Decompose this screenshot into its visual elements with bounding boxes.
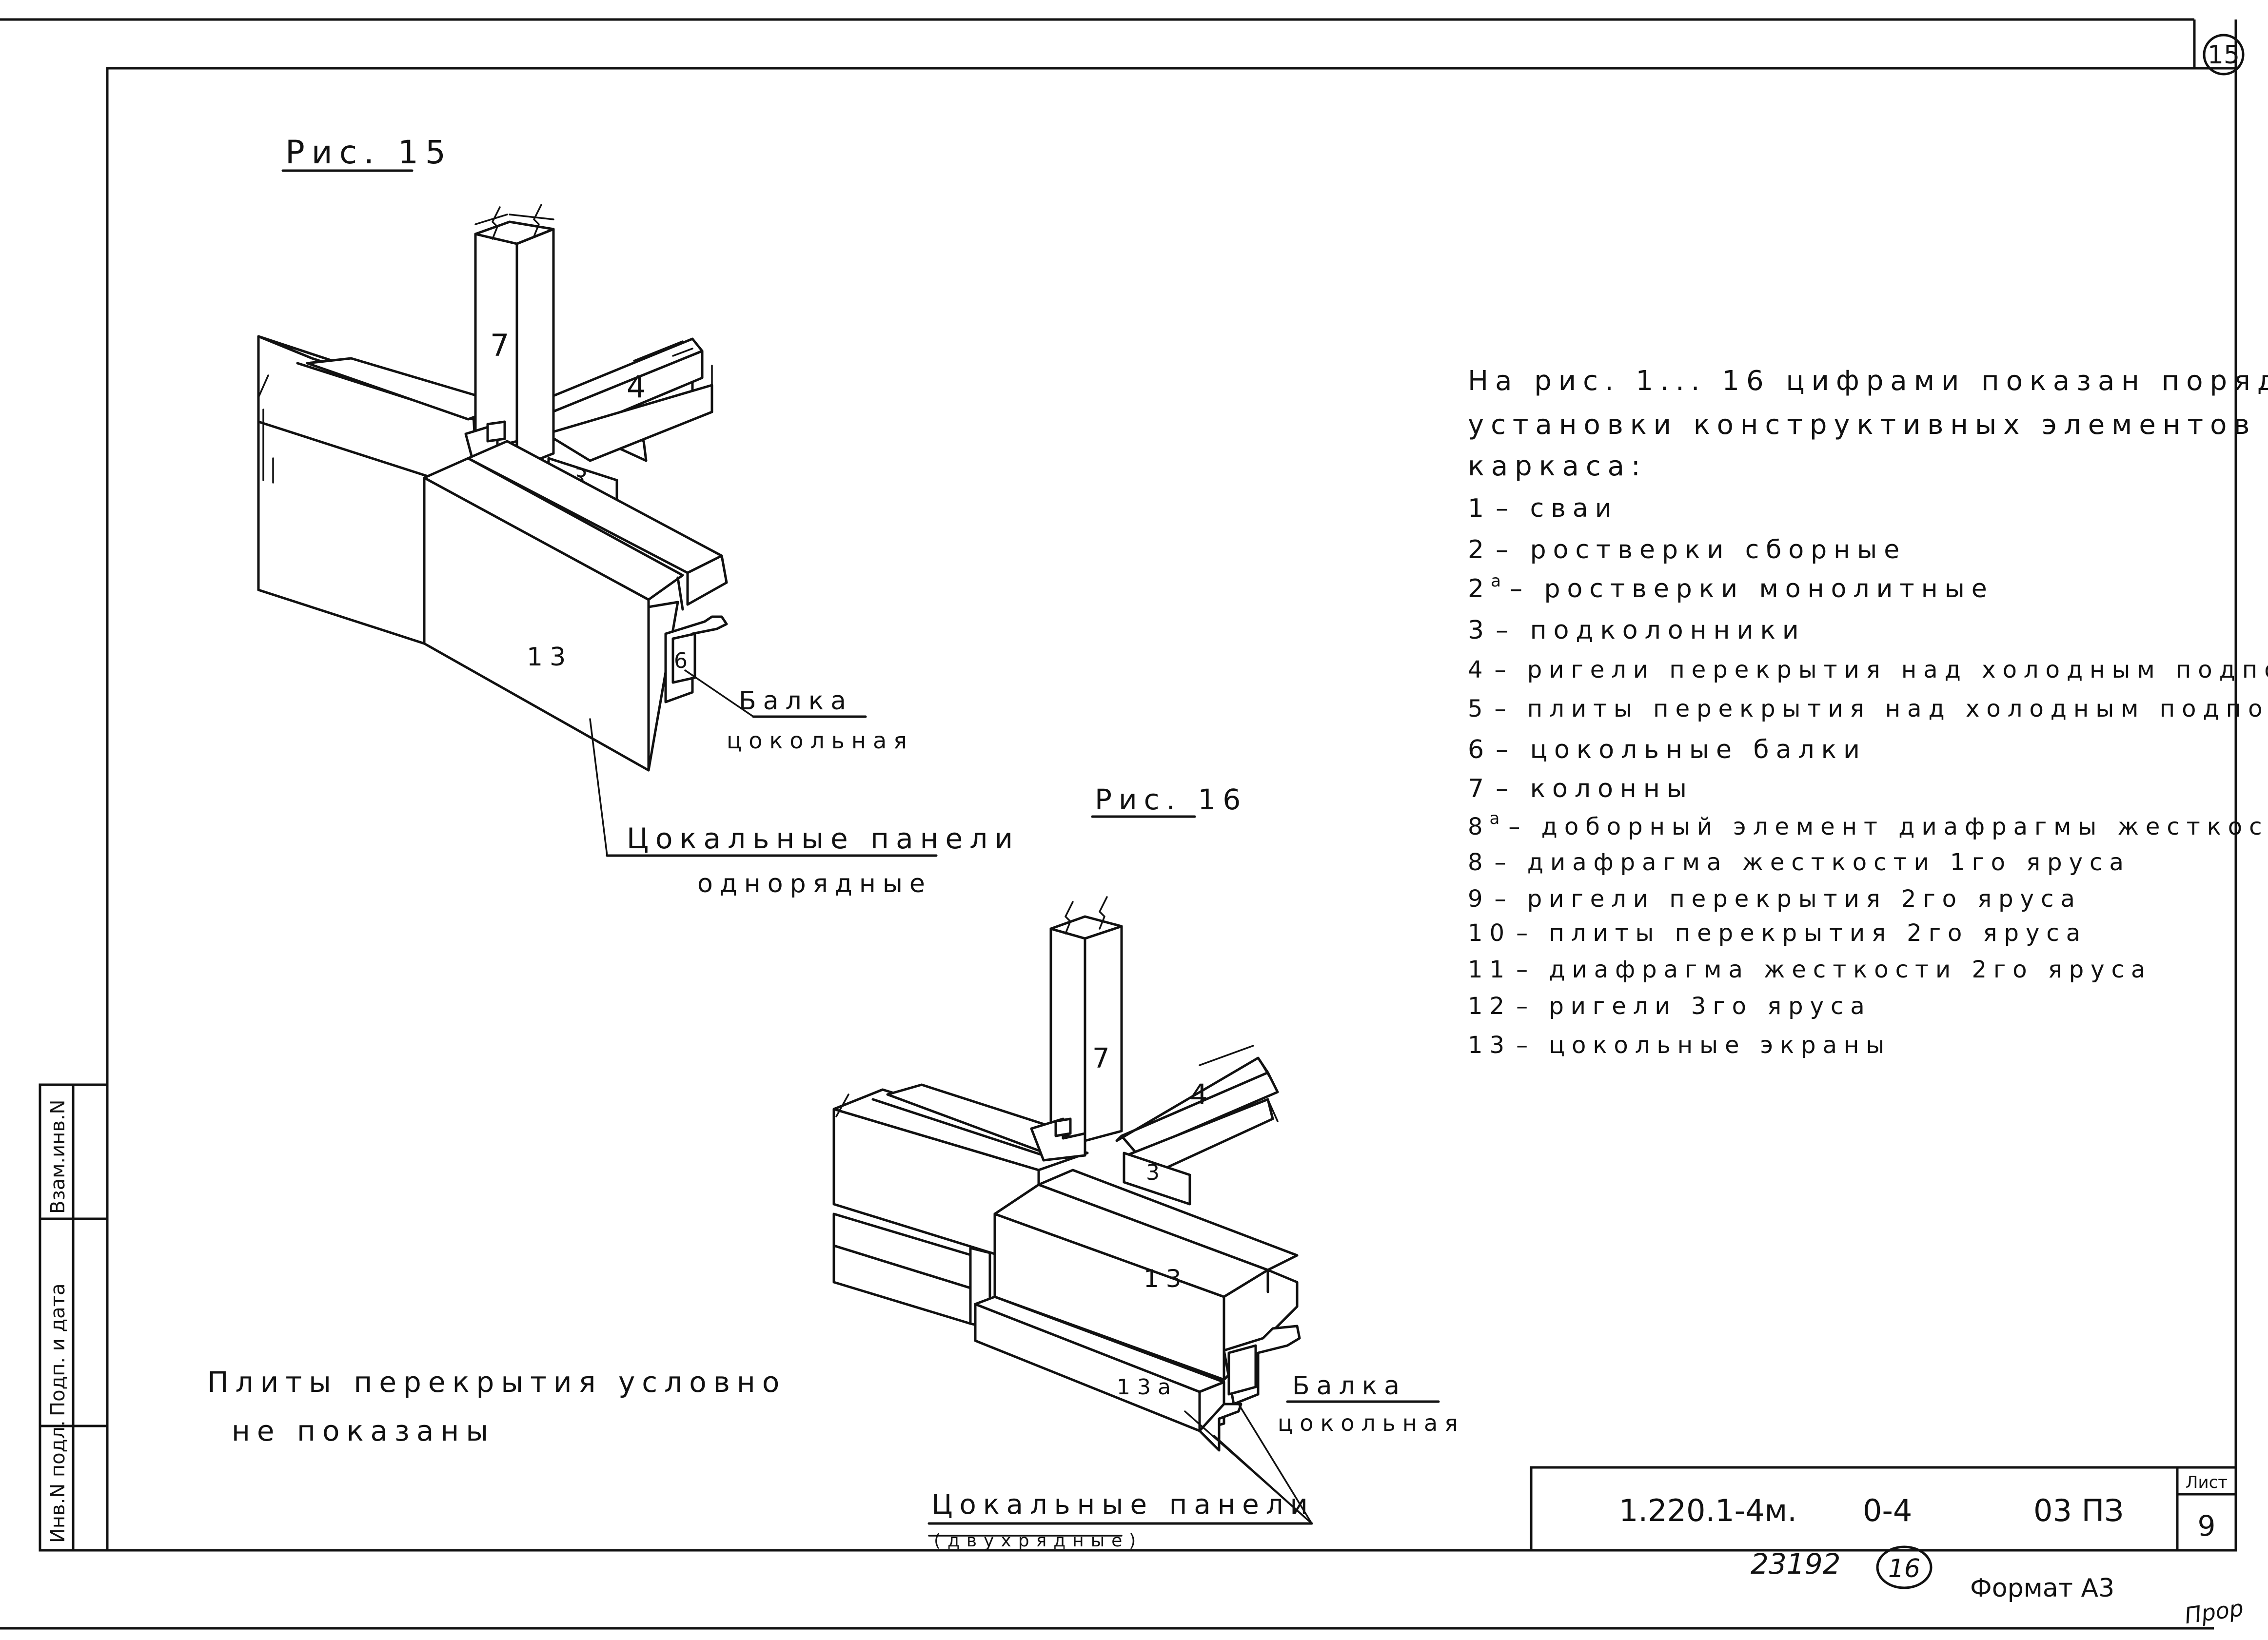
legend-item: 9– ригели перекрытия 2го яруса xyxy=(1468,885,2082,913)
fig16-title: Рис. 16 xyxy=(1095,783,1247,816)
legend-item: 11– диафрагма жесткости 2го яруса xyxy=(1468,956,2152,983)
legend-item: 2а– ростверки монолитные xyxy=(1468,571,1994,604)
fig15-column-number: 7 xyxy=(490,328,516,363)
fig16-girder-number: 4 xyxy=(1190,1078,1215,1111)
legend-item: 6– цокольные балки xyxy=(1468,735,1867,764)
svg-text:9– ригели перекрытия 2го яруса: 9– ригели перекрытия 2го яруса xyxy=(1468,885,2082,913)
sheet-no: 9 xyxy=(2198,1509,2216,1542)
note-left-line-2: не показаны xyxy=(232,1414,495,1447)
doc-code: 1.220.1-4м. xyxy=(1619,1493,1797,1528)
sheet-frame xyxy=(0,18,2237,1630)
legend-item: 2– ростверки сборные xyxy=(1468,535,1906,565)
registration-circle-text: 16 xyxy=(1888,1554,1920,1583)
sheet-number-text: 15 xyxy=(2208,40,2240,70)
svg-text:6– цокольные балки: 6– цокольные балки xyxy=(1468,735,1867,764)
registration-circle: 16 xyxy=(1876,1545,1933,1589)
svg-text:4– ригели перекрытия над холод: 4– ригели перекрытия над холодным подпол… xyxy=(1468,656,2268,683)
fig15-beam-number: 6 xyxy=(674,648,694,673)
legend-item: 1– сваи xyxy=(1468,494,1618,523)
fig15-panel-label-2: однорядные xyxy=(697,869,932,898)
fig16-beam-label-2: цокольная xyxy=(1278,1410,1465,1436)
legend-item: 12– ригели 3го яруса xyxy=(1468,993,1872,1020)
fig15-title: Рис. 15 xyxy=(285,134,453,171)
fig15-beam-label-1: Балка xyxy=(739,686,853,716)
stamp-replaced-inv: Взам.инв.N xyxy=(47,1100,69,1214)
sheet-label: Лист xyxy=(2186,1473,2228,1492)
fig16-panel-a-number: 13а xyxy=(1117,1375,1178,1400)
svg-text:8– диафрагма жесткости 1го яру: 8– диафрагма жесткости 1го яруса xyxy=(1468,849,2130,876)
side-stamp: Инв.N подл. Подп. и дата Взам.инв.N xyxy=(39,1083,109,1552)
legend-item: 3– подколонники xyxy=(1468,616,1806,645)
fig16-beam-label-1: Балка xyxy=(1292,1371,1406,1401)
fig16-subcolumn-number: 3 xyxy=(1146,1160,1166,1185)
svg-text:2а– ростверки монолитные: 2а– ростверки монолитные xyxy=(1468,571,1994,604)
registration-number: 23192 xyxy=(1751,1547,1841,1581)
fig15-drawing: Рис. 15 4 7 3 xyxy=(257,134,1020,898)
fig15-girder-number: 4 xyxy=(627,369,652,405)
legend-item: 4– ригели перекрытия над холодным подпол… xyxy=(1468,656,2268,683)
doc-issue: 0-4 xyxy=(1863,1493,1912,1528)
legend-intro-2: установки конструктивных элементов xyxy=(1468,409,2256,441)
legend: На рис. 1... 16 цифрами показан порядок … xyxy=(1468,365,2268,1059)
legend-intro-1: На рис. 1... 16 цифрами показан порядок xyxy=(1468,365,2268,397)
note-left-line-1: Плиты перекрытия условно xyxy=(207,1366,786,1399)
fig16-column-number: 7 xyxy=(1092,1043,1117,1074)
fig16-panel-number: 13 xyxy=(1144,1265,1188,1293)
paper-format: Формат А3 xyxy=(1970,1574,2114,1603)
svg-text:11– диафрагма жесткости 2го яр: 11– диафрагма жесткости 2го яруса xyxy=(1468,956,2152,983)
legend-intro-3: каркаса: xyxy=(1468,450,1647,482)
legend-item: 8– диафрагма жесткости 1го яруса xyxy=(1468,849,2130,876)
svg-text:10– плиты перекрытия 2го яруса: 10– плиты перекрытия 2го яруса xyxy=(1468,919,2087,947)
stamp-sign-date: Подп. и дата xyxy=(47,1284,69,1416)
signature: Прор xyxy=(2183,1595,2245,1629)
fig16-panel-label-1: Цокальные панели xyxy=(931,1489,1315,1521)
doc-section: 03 ПЗ xyxy=(2033,1493,2124,1528)
svg-text:3– подколонники: 3– подколонники xyxy=(1468,616,1806,645)
fig16-drawing: Рис. 16 4 7 3 xyxy=(832,783,1465,1551)
svg-text:1– сваи: 1– сваи xyxy=(1468,494,1618,523)
legend-item: 7– колонны xyxy=(1468,774,1694,803)
svg-text:7– колонны: 7– колонны xyxy=(1468,774,1694,803)
svg-text:2– ростверки сборные: 2– ростверки сборные xyxy=(1468,535,1906,565)
legend-item: 8а– доборный элемент диафрагмы жесткости xyxy=(1468,809,2268,840)
stamp-inv-no: Инв.N подл. xyxy=(47,1420,69,1543)
fig16-panel-label-2: (двухрядные) xyxy=(934,1531,1143,1551)
svg-text:12– ригели 3го яруса: 12– ригели 3го яруса xyxy=(1468,993,1872,1020)
title-block: 1.220.1-4м. 0-4 03 ПЗ Лист 9 xyxy=(1530,1466,2237,1552)
sheet-number-circle: 15 xyxy=(2203,34,2245,76)
fig15-beam-label-2: цокольная xyxy=(727,727,914,754)
fig15-panel-number: 13 xyxy=(527,643,572,672)
legend-item: 10– плиты перекрытия 2го яруса xyxy=(1468,919,2087,947)
svg-text:13– цокольные экраны: 13– цокольные экраны xyxy=(1468,1032,1891,1059)
note-left: Плиты перекрытия условно не показаны xyxy=(207,1366,786,1447)
fig15-panel-label-1: Цокальные панели xyxy=(627,822,1020,855)
svg-text:8а– доборный элемент диафрагмы: 8а– доборный элемент диафрагмы жесткости xyxy=(1468,809,2268,840)
svg-text:5– плиты перекрытия над холодн: 5– плиты перекрытия над холодным подполь… xyxy=(1468,695,2268,722)
legend-item: 13– цокольные экраны xyxy=(1468,1032,1891,1059)
legend-item: 5– плиты перекрытия над холодным подполь… xyxy=(1468,695,2268,722)
